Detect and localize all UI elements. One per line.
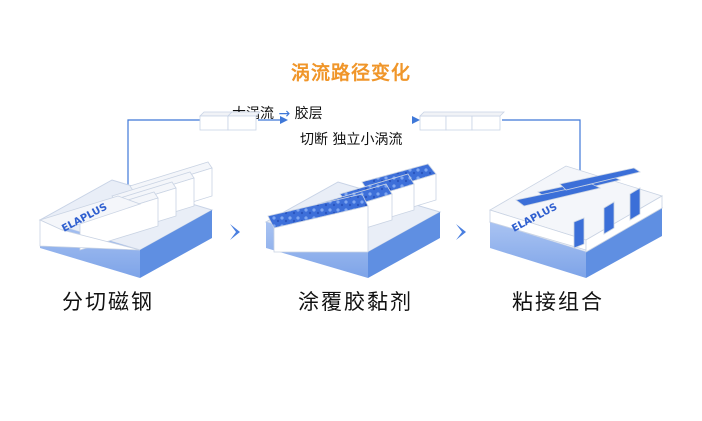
flow-text-glue-layer: 胶层 xyxy=(294,106,323,122)
arrow-head-right-1 xyxy=(280,116,288,124)
magnet-block-split: ELAPLUS xyxy=(38,161,214,278)
magnet-block-bonded: ELAPLUS xyxy=(488,165,664,278)
chevron-right-icon-2 xyxy=(456,224,466,240)
flow-text-cut: 切断 独立小涡流 xyxy=(300,132,403,148)
flow-arrow-icon: → xyxy=(278,106,291,122)
step-label-3: 粘接组合 xyxy=(512,290,604,314)
step-label-1: 分切磁钢 xyxy=(62,290,154,314)
chevron-right-icon-1 xyxy=(230,224,240,240)
mini-blocks-right xyxy=(419,111,505,131)
step-label-2: 涂覆胶黏剂 xyxy=(298,290,413,314)
diagram-title: 涡流路径变化 xyxy=(290,62,411,84)
magnet-block-coated xyxy=(264,163,442,278)
arrow-head-right-2 xyxy=(412,116,420,124)
mini-blocks-left xyxy=(199,111,261,131)
